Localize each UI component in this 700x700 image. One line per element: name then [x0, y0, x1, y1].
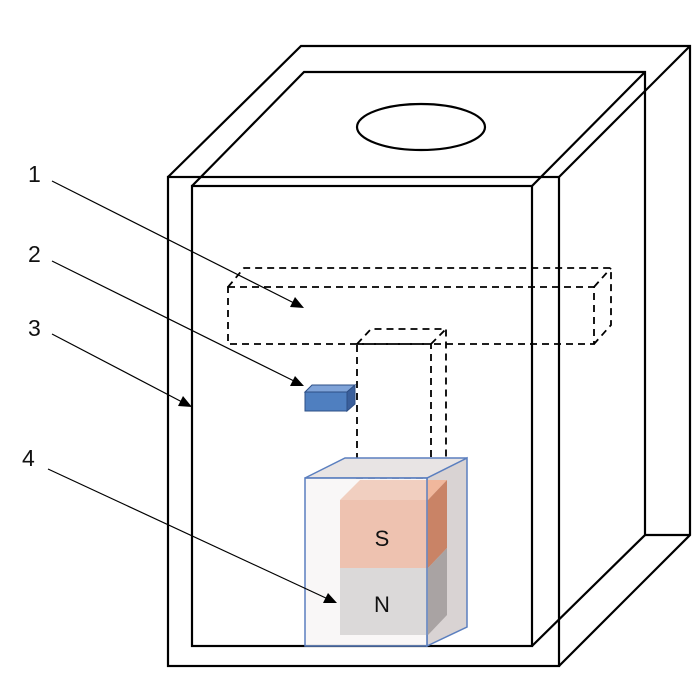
arrowheads	[178, 297, 337, 603]
sensor-block	[303, 383, 357, 413]
callout-4: 4	[22, 445, 35, 471]
dashed-beam	[227, 267, 612, 345]
magnet-north	[340, 568, 428, 635]
callout-3: 3	[28, 315, 41, 341]
leader-lines	[47, 180, 329, 600]
enclosure-outer-front	[166, 175, 561, 668]
callout-2: 2	[28, 241, 41, 267]
magnet-south	[340, 500, 428, 568]
magnet-housing: S N	[304, 456, 468, 648]
dashed-column	[356, 328, 447, 479]
top-hole	[355, 102, 487, 152]
pole-label-south: S	[375, 526, 390, 551]
pole-label-north: N	[374, 592, 390, 617]
callout-1: 1	[28, 161, 41, 187]
